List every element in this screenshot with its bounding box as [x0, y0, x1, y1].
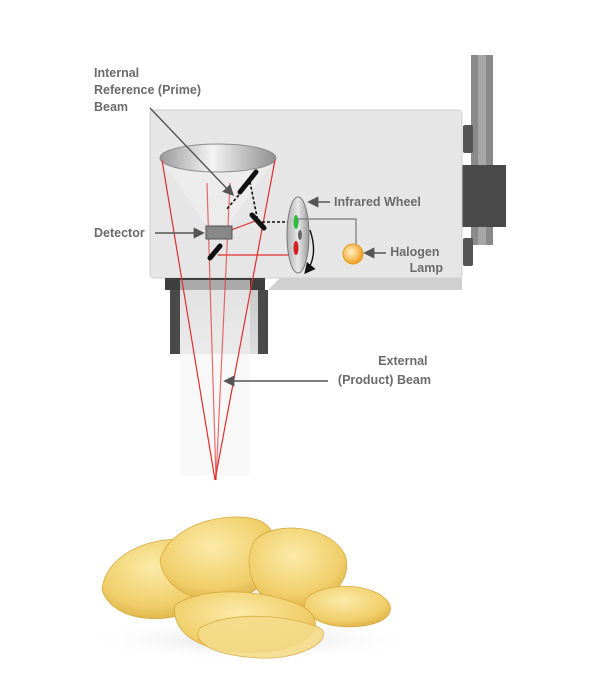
external-beam-line-1: External	[378, 354, 427, 368]
potato-chips-image	[80, 516, 420, 662]
internal-beam-label: Internal Reference (Prime) Beam	[94, 66, 204, 114]
detector-block	[205, 225, 233, 240]
external-beam-line-2: (Product) Beam	[338, 373, 431, 387]
halogen-lamp-icon	[297, 218, 364, 265]
internal-optics	[205, 169, 290, 261]
mirror-top	[237, 169, 259, 195]
internal-path	[225, 180, 290, 223]
external-beam-label: External (Product) Beam	[338, 354, 431, 387]
mount-bracket	[461, 165, 506, 227]
infrared-wheel-label: Infrared Wheel	[334, 195, 421, 209]
internal-beam-line-2: Reference (Prime)	[94, 83, 201, 97]
halogen-lamp-label: Halogen Lamp	[390, 245, 443, 275]
label-arrows	[149, 107, 386, 387]
detector-label: Detector	[94, 226, 145, 240]
internal-beam-line-1: Internal	[94, 66, 139, 80]
labels: Internal Reference (Prime) Beam Detector…	[94, 66, 443, 387]
reflector-cone	[159, 143, 277, 228]
halogen-lamp-line-2: Lamp	[410, 261, 444, 275]
mounting-post	[461, 55, 506, 266]
halogen-lamp-line-1: Halogen	[390, 245, 439, 259]
infrared-wheel-icon	[286, 196, 316, 275]
internal-beam-line-3: Beam	[94, 100, 128, 114]
mirror-bottom	[207, 243, 223, 261]
